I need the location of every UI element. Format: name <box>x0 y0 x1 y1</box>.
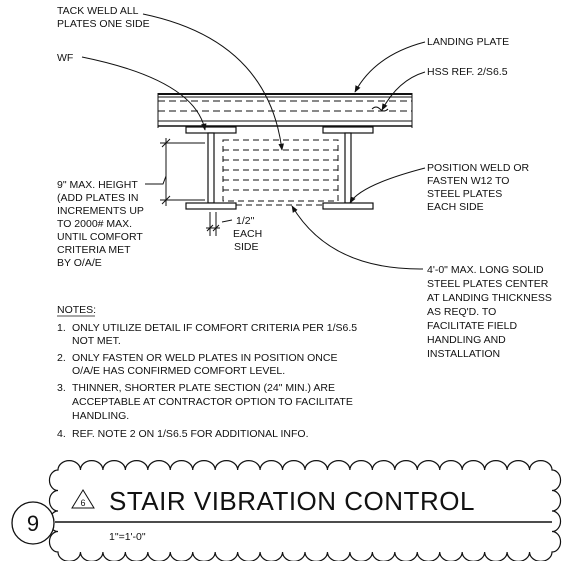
steel-plates <box>222 139 339 206</box>
callout-line: AS REQ'D. TO <box>427 306 496 318</box>
callout-line: TACK WELD ALL <box>57 5 139 17</box>
landing-slab <box>157 93 413 128</box>
callout-max-height: 9" MAX. HEIGHT (ADD PLATES IN INCREMENTS… <box>57 179 147 269</box>
callout-line: STEEL PLATES CENTER <box>427 278 549 290</box>
callout-long-plates: 4'-0" MAX. LONG SOLID STEEL PLATES CENTE… <box>427 264 555 360</box>
detail-scale: 1"=1'-0" <box>109 531 146 543</box>
callout-line: PLATES ONE SIDE <box>57 18 150 30</box>
note-line: O/A/E HAS CONFIRMED COMFORT LEVEL. <box>72 365 285 377</box>
callout-line: FASTEN W12 TO <box>427 175 509 187</box>
note-line: ONLY FASTEN OR WELD PLATES IN POSITION O… <box>72 352 337 364</box>
callout-line: BY O/A/E <box>57 257 102 269</box>
callout-line: 9" MAX. HEIGHT <box>57 179 138 191</box>
callout-line: INSTALLATION <box>427 348 500 360</box>
callout-half-inch: 1/2" EACH SIDE <box>233 215 265 253</box>
note-item: 1. ONLY UTILIZE DETAIL IF COMFORT CRITER… <box>57 322 360 347</box>
half-inch-dimension <box>206 212 220 236</box>
callout-line: AT LANDING THICKNESS <box>427 292 552 304</box>
callout-line: POSITION WELD OR <box>427 162 530 174</box>
note-number: 3. <box>57 382 66 394</box>
callout-line: SIDE <box>234 241 259 253</box>
callout-hss-ref: HSS REF. 2/S6.5 <box>427 66 508 78</box>
callout-line: 1/2" <box>236 215 255 227</box>
detail-title: STAIR VIBRATION CONTROL <box>109 486 475 516</box>
revision-cloud <box>48 460 562 561</box>
note-number: 2. <box>57 352 66 364</box>
callout-line: FACILITATE FIELD <box>427 320 517 332</box>
callout-line: HSS REF. 2/S6.5 <box>427 66 508 78</box>
callout-line: EACH SIDE <box>427 201 484 213</box>
note-line: NOT MET. <box>72 335 121 347</box>
callout-wf: WF <box>57 52 73 64</box>
callout-line: TO 2000# MAX. <box>57 218 132 230</box>
callout-tack-weld: TACK WELD ALL PLATES ONE SIDE <box>57 5 150 30</box>
callout-line: INCREMENTS UP <box>57 205 144 217</box>
note-number: 4. <box>57 428 66 440</box>
note-line: THINNER, SHORTER PLATE SECTION (24" MIN.… <box>72 382 335 394</box>
callout-line: 4'-0" MAX. LONG SOLID <box>427 264 544 276</box>
note-line: ONLY UTILIZE DETAIL IF COMFORT CRITERIA … <box>72 322 357 334</box>
revision-triangle-icon <box>71 489 95 509</box>
detail-number: 9 <box>27 511 39 536</box>
revision-mark: 6 <box>80 498 85 508</box>
title-block: 9 6 STAIR VIBRATION CONTROL 1"=1'-0" <box>11 460 562 561</box>
callout-landing-plate: LANDING PLATE <box>427 36 509 48</box>
note-item: 2. ONLY FASTEN OR WELD PLATES IN POSITIO… <box>57 352 340 377</box>
callout-line: HANDLING AND <box>427 334 506 346</box>
callout-line: LANDING PLATE <box>427 36 509 48</box>
notes-section: NOTES: 1. ONLY UTILIZE DETAIL IF COMFORT… <box>57 304 360 440</box>
callout-line: EACH <box>233 228 262 240</box>
height-dimension <box>160 138 205 206</box>
callout-position-weld: POSITION WELD OR FASTEN W12 TO STEEL PLA… <box>427 162 532 213</box>
note-number: 1. <box>57 322 66 334</box>
notes-heading: NOTES: <box>57 304 96 316</box>
wf-beam-right <box>322 126 374 210</box>
note-line: ACCEPTABLE AT CONTRACTOR OPTION TO FACIL… <box>72 396 353 408</box>
note-item: 3. THINNER, SHORTER PLATE SECTION (24" M… <box>57 382 356 422</box>
leaders <box>81 13 426 270</box>
callout-line: CRITERIA MET <box>57 244 131 256</box>
callout-line: STEEL PLATES <box>427 188 502 200</box>
detail-number-circle <box>11 501 55 545</box>
callout-line: (ADD PLATES IN <box>57 192 139 204</box>
note-line: REF. NOTE 2 ON 1/S6.5 FOR ADDITIONAL INF… <box>72 428 309 440</box>
callout-line: UNTIL COMFORT <box>57 231 143 243</box>
callout-line: WF <box>57 52 73 64</box>
wf-beam-left <box>185 126 237 210</box>
note-item: 4. REF. NOTE 2 ON 1/S6.5 FOR ADDITIONAL … <box>57 428 309 440</box>
note-line: HANDLING. <box>72 410 129 422</box>
